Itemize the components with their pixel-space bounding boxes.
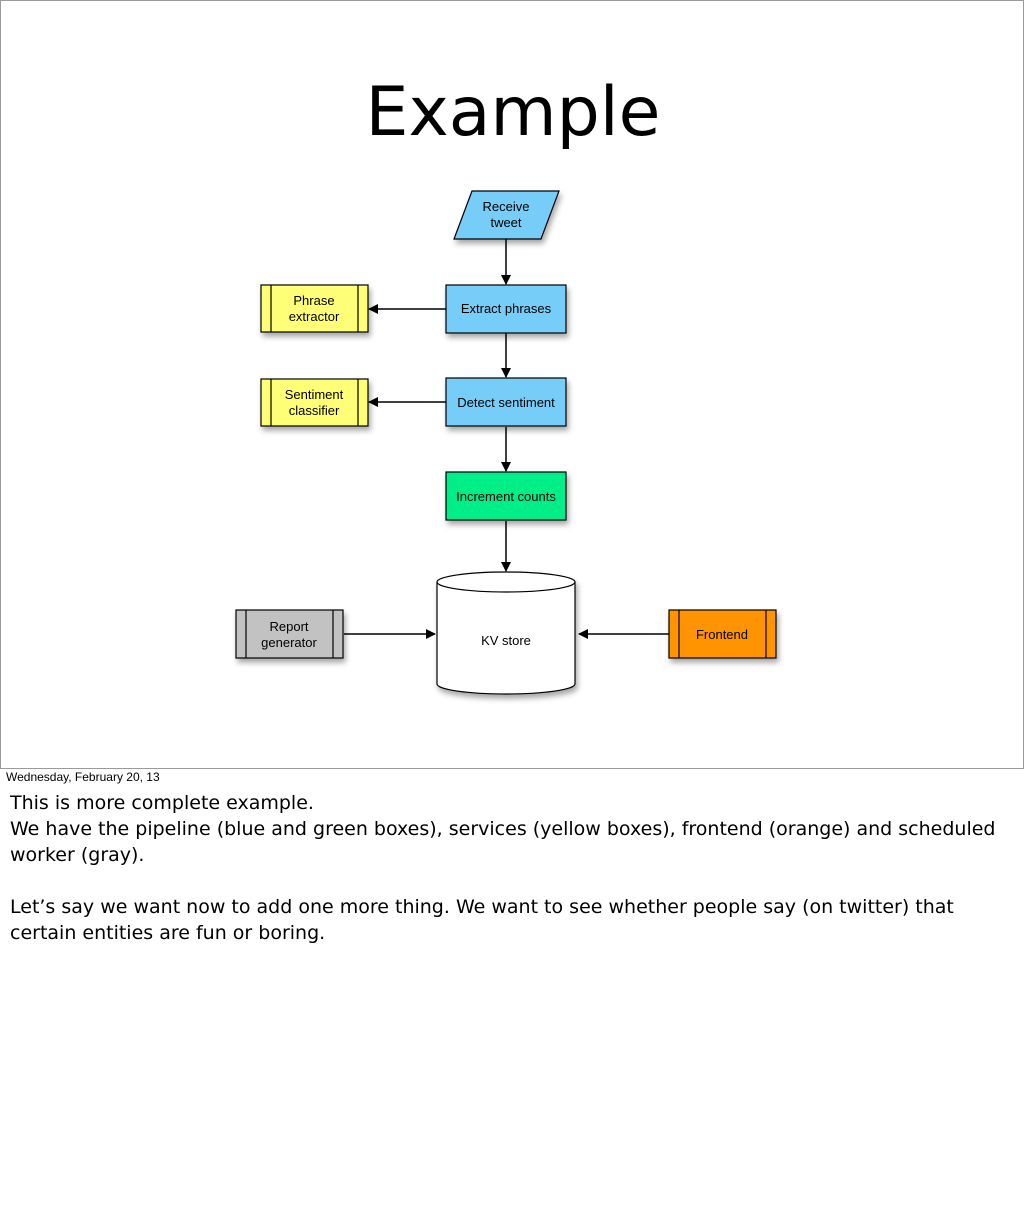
notes-line-1: This is more complete example.	[10, 792, 314, 814]
notes-line-3: Let’s say we want now to add one more th…	[10, 896, 960, 944]
slide: Example Receive tweet Extract phrase	[0, 0, 1024, 769]
node-sentiment-classifier	[260, 378, 369, 427]
node-frontend	[668, 609, 777, 659]
slide-title: Example	[365, 73, 661, 152]
node-phrase-extractor-label-2: extractor	[289, 309, 340, 324]
node-phrase-extractor	[260, 284, 369, 333]
pipeline-diagram: Receive tweet Extract phrases Detect sen…	[235, 190, 777, 695]
node-increment-counts	[445, 471, 567, 521]
notes-gap	[10, 868, 1015, 894]
node-sentiment-classifier-label-1: Sentiment	[285, 387, 344, 402]
node-receive-tweet-label-1: Receive	[483, 199, 530, 214]
node-detect-sentiment	[445, 377, 567, 427]
node-increment-counts-label: Increment counts	[456, 489, 556, 504]
node-frontend-label: Frontend	[696, 627, 748, 642]
node-extract-phrases	[445, 284, 567, 334]
node-sentiment-classifier-label-2: classifier	[289, 403, 340, 418]
node-report-generator	[235, 609, 344, 659]
node-kv-store-label: KV store	[481, 633, 531, 648]
node-receive-tweet-label-2: tweet	[490, 215, 521, 230]
node-receive-tweet	[453, 190, 560, 240]
node-extract-phrases-label: Extract phrases	[461, 301, 552, 316]
node-detect-sentiment-label: Detect sentiment	[457, 395, 555, 410]
node-report-generator-label-2: generator	[261, 635, 317, 650]
speaker-notes: This is more complete example. We have t…	[10, 790, 1015, 946]
node-kv-store	[436, 571, 576, 695]
slide-date: Wednesday, February 20, 13	[6, 770, 160, 784]
notes-line-2: We have the pipeline (blue and green box…	[10, 818, 1002, 866]
node-phrase-extractor-label-1: Phrase	[293, 293, 334, 308]
node-report-generator-label-1: Report	[269, 619, 308, 634]
